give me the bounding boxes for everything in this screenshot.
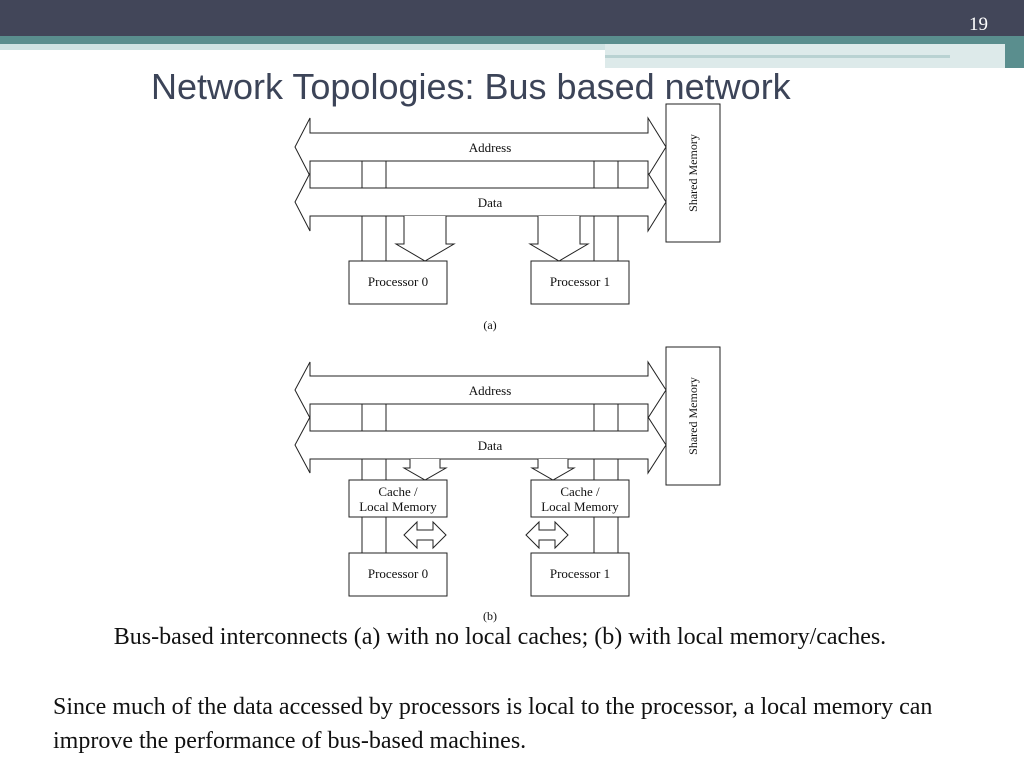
data-label-a: Data — [478, 195, 503, 210]
processor1-box-b — [530, 552, 630, 597]
shared-memory-box-a — [665, 103, 721, 243]
sublabel-a: (a) — [483, 318, 496, 332]
address-bus-b — [294, 360, 667, 420]
processor1-label-a: Processor 1 — [550, 274, 610, 289]
sublabel-b: (b) — [483, 609, 497, 623]
cache1-label-line2: Local Memory — [541, 499, 619, 514]
cache0-box-b — [348, 479, 448, 518]
cache0-label-line2: Local Memory — [359, 499, 437, 514]
data-arrow-c1-b — [530, 459, 576, 481]
diagram-b — [294, 346, 721, 597]
data-arrow-c0-b — [402, 459, 448, 481]
diagram-a — [294, 103, 721, 305]
cache-proc-arrow-1 — [525, 520, 569, 550]
header-accent-teal — [1005, 36, 1024, 68]
data-label-b: Data — [478, 438, 503, 453]
data-arrow-p1-a — [528, 216, 590, 262]
cache1-label-line1: Cache / — [560, 484, 600, 499]
data-bus-b — [294, 415, 667, 475]
data-bus-a — [294, 171, 667, 233]
address-bus-a — [294, 116, 667, 178]
cache0-label-line1: Cache / — [378, 484, 418, 499]
page-title: Network Topologies: Bus based network — [151, 66, 791, 107]
processor0-label-b: Processor 0 — [368, 566, 428, 581]
cache1-box-b — [530, 479, 630, 518]
slide-number: 19 — [969, 14, 988, 35]
processor1-label-b: Processor 1 — [550, 566, 610, 581]
header-accent-line — [605, 55, 950, 58]
cache-proc-arrow-0 — [403, 520, 447, 550]
header-band-teal — [0, 36, 1024, 44]
processor0-box-b — [348, 552, 448, 597]
body-text: Since much of the data accessed by proce… — [53, 694, 933, 754]
header-band-light — [0, 44, 1024, 50]
address-label-b: Address — [469, 383, 512, 398]
figure-caption: Bus-based interconnects (a) with no loca… — [113, 624, 887, 650]
bus-diagram: Address Data Shared Memory Processor 0 P… — [294, 103, 721, 623]
processor1-box-a — [530, 260, 630, 305]
processor0-box-a — [348, 260, 448, 305]
header-bar — [0, 0, 1024, 36]
address-label-a: Address — [469, 140, 512, 155]
shared-memory-box-b — [665, 346, 721, 486]
shared-memory-label-a: Shared Memory — [686, 134, 700, 212]
shared-memory-label-b: Shared Memory — [686, 377, 700, 455]
processor0-label-a: Processor 0 — [368, 274, 428, 289]
data-arrow-p0-a — [394, 216, 456, 262]
